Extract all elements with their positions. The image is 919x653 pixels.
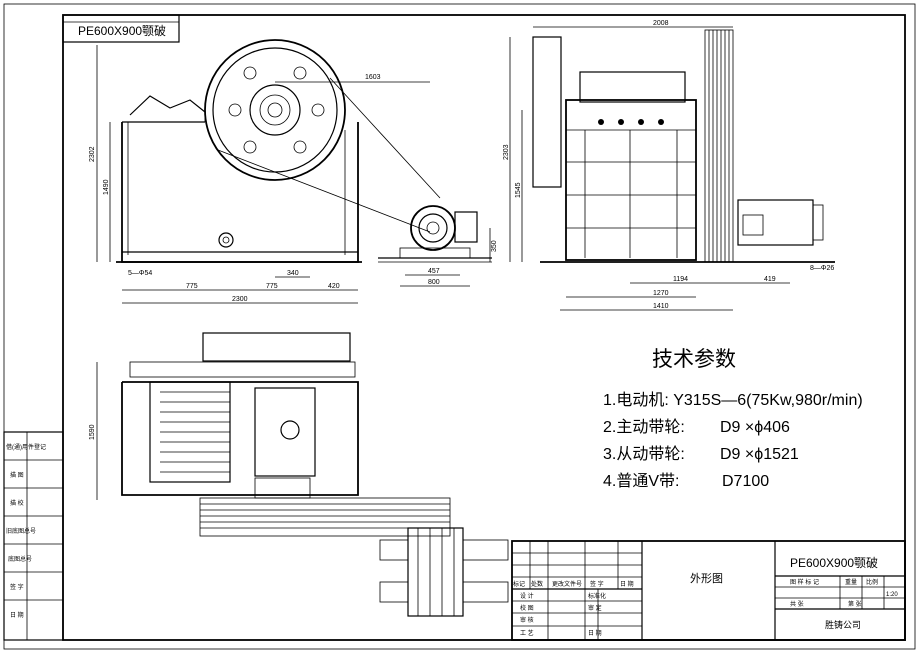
tb-scale: 1:20 <box>886 592 898 598</box>
spec-line1: 1.电动机: Y315S—6(75Kw,980r/min) <box>603 391 863 409</box>
tb-mid-2: 日 期 <box>588 629 602 637</box>
spec-line3-label: 3.从动带轮: <box>603 445 685 463</box>
spec-line4-value: D7100 <box>722 473 769 490</box>
dim-2008: 2008 <box>653 20 669 27</box>
spec-line3-value: D9 ×ϕ1521 <box>720 446 799 463</box>
hole-spec-left: 5—Φ54 <box>128 270 152 277</box>
title-box: PE600X900颚破 <box>62 14 180 43</box>
top-view: 1590 <box>89 332 509 617</box>
tb-hdr-4: 日 期 <box>620 580 634 588</box>
front-dimensions: 2302 1490 1603 5—Φ54 775 775 420 340 230… <box>89 45 498 304</box>
dim-1410: 1410 <box>653 303 669 310</box>
side-view <box>532 29 835 263</box>
tb-model: PE600X900颚破 <box>790 555 878 570</box>
dim-1603: 1603 <box>365 74 381 81</box>
front-view <box>116 39 492 263</box>
left-strip: 借(通)用件登记 描 图 描 校 旧底图总号 底图总号 签 字 日 期 <box>3 431 64 641</box>
spec-line2-value: D9 ×ϕ406 <box>720 419 790 436</box>
tb-row-3: 工 艺 <box>520 629 534 637</box>
tb-rhdr-0: 图 样 标 记 <box>790 578 819 586</box>
strip-label-2: 描 校 <box>10 499 24 507</box>
tb-hdr-3: 签 字 <box>590 580 604 588</box>
spec-line4-label: 4.普通V带: <box>603 472 679 490</box>
dim-2302: 2302 <box>89 146 96 162</box>
tb-hdr-2: 更改文件号 <box>552 580 582 588</box>
dim-1545: 1545 <box>515 182 522 198</box>
dim-2300: 2300 <box>232 296 248 303</box>
tb-mid-0: 标准化 <box>588 592 606 600</box>
tb-hdr-1: 处数 <box>531 580 543 588</box>
title-box-text: PE600X900颚破 <box>78 23 166 38</box>
dim-340: 340 <box>287 270 299 277</box>
tb-row-1: 校 图 <box>520 604 534 612</box>
spec-heading: 技术参数 <box>652 348 736 371</box>
side-dimensions: 2008 2303 1545 1194 419 8—Φ26 1270 1410 <box>503 20 834 311</box>
dim-1490: 1490 <box>103 179 110 195</box>
dim-1270: 1270 <box>653 290 669 297</box>
technical-parameters: 技术参数 1.电动机: Y315S—6(75Kw,980r/min) 2.主动带… <box>603 348 863 490</box>
strip-label-4: 底图总号 <box>8 555 32 563</box>
dim-457: 457 <box>428 268 440 275</box>
strip-label-6: 日 期 <box>10 611 24 619</box>
tb-company: 胜铸公司 <box>825 619 861 630</box>
dim-800: 800 <box>428 279 440 286</box>
dim-350: 350 <box>491 240 498 252</box>
dim-775b: 775 <box>266 283 278 290</box>
tb-sheet-1: 第 张 <box>848 600 862 608</box>
tb-sheet-0: 共 张 <box>790 600 804 608</box>
spec-line2-label: 2.主动带轮: <box>603 418 685 436</box>
tb-rhdr-1: 重量 <box>845 578 857 586</box>
tb-mid-1: 审 定 <box>588 604 602 612</box>
title-block: 标记 处数 更改文件号 签 字 日 期 设 计 校 图 审 核 工 艺 标准化 … <box>511 540 906 641</box>
dim-775a: 775 <box>186 283 198 290</box>
dim-2303: 2303 <box>503 144 510 160</box>
tb-rhdr-2: 比例 <box>866 578 878 586</box>
dim-419: 419 <box>764 276 776 283</box>
tb-row-0: 设 计 <box>520 592 534 600</box>
strip-label-1: 描 图 <box>10 471 24 479</box>
tb-hdr-0: 标记 <box>513 580 525 588</box>
strip-label-5: 签 字 <box>10 583 24 591</box>
strip-label-0: 借(通)用件登记 <box>6 443 46 451</box>
drawing-frame <box>62 14 906 641</box>
tb-row-2: 审 核 <box>520 616 534 624</box>
strip-label-3: 旧底图总号 <box>6 527 36 535</box>
dim-1194: 1194 <box>673 276 688 283</box>
dim-1590: 1590 <box>89 424 96 440</box>
dim-420: 420 <box>328 283 340 290</box>
tb-drawing-name: 外形图 <box>690 572 723 585</box>
hole-spec-right: 8—Φ26 <box>810 265 834 272</box>
